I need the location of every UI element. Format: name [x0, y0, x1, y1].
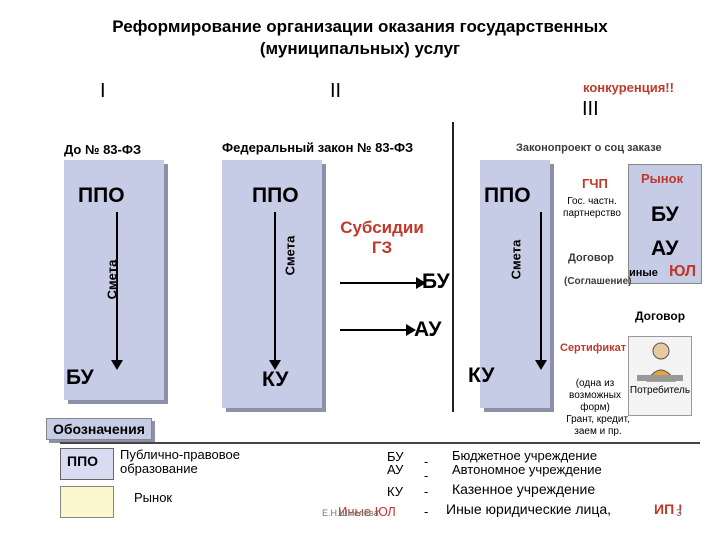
competition-label: конкуренция!!: [583, 80, 674, 95]
agreement-label: (Соглашение): [564, 276, 632, 287]
legend-abbr-other: Иные ЮЛ: [338, 504, 396, 519]
page-title: Реформирование организации оказания госу…: [0, 16, 720, 60]
stage-2: II: [330, 80, 342, 102]
certificate-label: Сертификат: [560, 342, 627, 354]
market-other: иные: [629, 267, 658, 279]
legend-abbr-au: АУ: [387, 462, 404, 477]
title-line-1: Реформирование организации оказания госу…: [112, 17, 608, 36]
panel1-smeta: Смета: [104, 259, 120, 300]
subsidies-label: Субсидии ГЗ: [340, 218, 424, 257]
contract-label: Договор: [568, 252, 614, 264]
panel2-ku: КУ: [262, 368, 289, 391]
panel-before-law: ППО Смета БУ: [64, 160, 164, 400]
bu-label-middle: БУ: [422, 270, 450, 293]
one-of-label: (одна из возможных форм): [569, 378, 621, 413]
market-label: Рынок: [641, 171, 684, 186]
panel3-arrow-line: [540, 212, 542, 362]
gchp-desc: Гос. частн. партнерство: [563, 196, 621, 219]
panel3-ku: КУ: [468, 364, 495, 387]
panel3-arrow-head: [535, 360, 547, 370]
panel1-ppo: ППО: [78, 184, 125, 207]
legend-market-box: [60, 486, 114, 518]
legend-desc-au: Автономное учреждение: [452, 462, 602, 477]
arrow-to-au-line: [340, 329, 408, 331]
arrow-to-bu-line: [340, 282, 418, 284]
page-number: 3: [676, 508, 682, 519]
grant-label: Грант, кредит, заем и пр.: [566, 414, 630, 437]
panel1-arrow-head: [111, 360, 123, 370]
legend-dash-1: -: [424, 454, 429, 469]
arrow-to-bu-head: [416, 277, 426, 289]
stage-1: I: [100, 80, 106, 102]
panel2-ppo: ППО: [252, 184, 299, 207]
legend-title: Обозначения: [46, 418, 152, 440]
legend-ip: ИП !: [654, 501, 683, 517]
market-au: АУ: [651, 237, 679, 260]
market-bu: БУ: [651, 203, 679, 226]
market-box: Рынок БУ АУ иные ЮЛ: [628, 164, 702, 284]
contract2-label: Договор: [634, 309, 686, 323]
legend-desc-bu: Бюджетное учреждение: [452, 448, 598, 463]
gchp-label: ГЧП: [582, 176, 608, 191]
stage-3: III: [582, 98, 599, 120]
legend-dash-4: -: [424, 504, 429, 519]
stage-divider: [452, 122, 454, 412]
consumer-label: Потребитель: [629, 385, 691, 396]
legend-ppo-desc: Публично-правовое образование: [120, 447, 240, 476]
header-federal-law: Федеральный закон № 83-ФЗ: [222, 140, 414, 155]
title-line-2: (муниципальных) услуг: [259, 39, 461, 58]
legend-divider: [60, 442, 700, 444]
panel1-arrow-line: [116, 212, 118, 362]
legend-desc-other: Иные юридические лица,: [446, 501, 612, 517]
panel1-bu: БУ: [66, 366, 94, 389]
panel3-smeta: Смета: [508, 239, 524, 280]
legend-ppo: ППО: [67, 453, 99, 469]
header-before-law: До № 83-ФЗ: [64, 142, 142, 157]
legend-desc-ku: Казенное учреждение: [452, 481, 596, 497]
panel-federal-law-left: ППО Смета КУ: [222, 160, 322, 408]
footer-author: Е.Н.Шмелёва: [322, 508, 379, 518]
header-bill: Законопроект о соц заказе: [516, 142, 662, 154]
legend-ppo-box: ППО: [60, 448, 114, 480]
legend-abbr-bu: БУ: [387, 449, 404, 464]
person-icon: [637, 342, 683, 382]
market-yul: ЮЛ: [669, 263, 697, 280]
au-label-middle: АУ: [414, 318, 442, 341]
panel2-arrow-line: [274, 212, 276, 362]
legend-abbr-ku: КУ: [387, 484, 403, 499]
consumer-box: Потребитель: [628, 336, 692, 416]
panel2-arrow-head: [269, 360, 281, 370]
panel2-smeta: Смета: [282, 235, 298, 276]
legend-dash-2: -: [424, 468, 429, 483]
legend-market: Рынок: [134, 490, 173, 505]
panel-federal-law-right: ППО Смета КУ: [468, 160, 550, 408]
legend-dash-3: -: [424, 484, 429, 499]
arrow-to-au-head: [406, 324, 416, 336]
panel3-ppo: ППО: [484, 184, 531, 207]
